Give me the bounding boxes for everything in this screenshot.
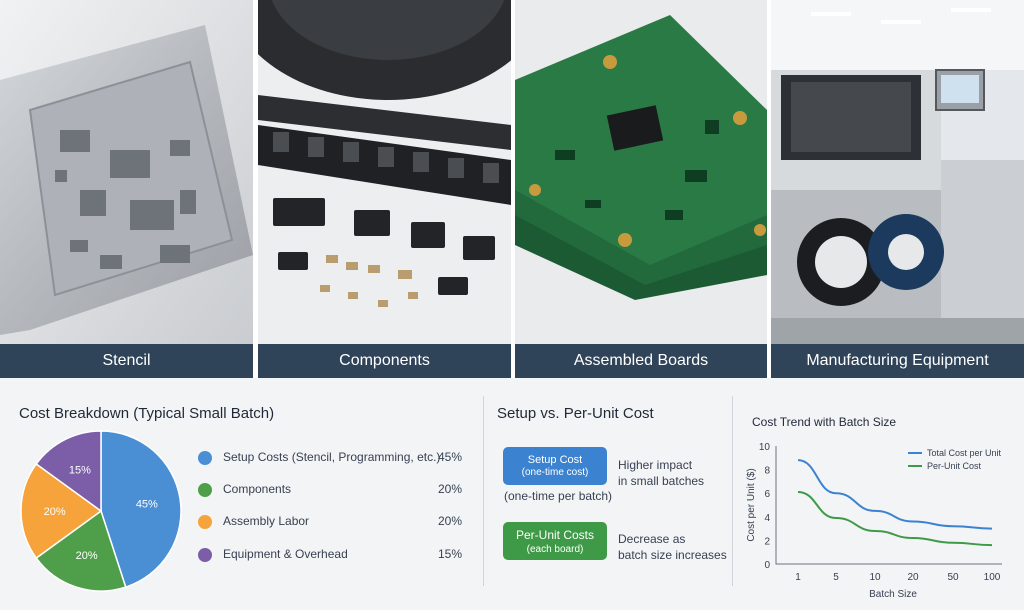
legend-value: 45% xyxy=(437,450,462,464)
legend-dot-icon xyxy=(198,483,212,497)
legend-value: 20% xyxy=(437,482,462,496)
legend-dot-icon xyxy=(198,451,212,465)
x-tick-label: 100 xyxy=(984,572,1001,583)
setup-desc-line: in small batches xyxy=(618,474,705,488)
setup-box-title: Setup Cost xyxy=(527,454,583,466)
unit-desc-line: Decrease as xyxy=(618,532,686,546)
y-tick-label: 4 xyxy=(764,513,770,524)
x-tick-label: 1 xyxy=(795,572,801,583)
chart-axes xyxy=(775,446,1002,565)
line-chart-title: Cost Trend with Batch Size xyxy=(752,416,896,429)
line-legend-label: Total Cost per Unit xyxy=(927,448,1002,458)
series-line xyxy=(797,459,993,530)
setup-description: Higher impact in small batches xyxy=(618,457,704,489)
photo-strip: Stencil xyxy=(0,0,1024,378)
series-line xyxy=(797,491,993,547)
setup-cost-box: Setup Cost (one-time cost) xyxy=(503,447,607,485)
cost-trend-chart: Cost Trend with Batch Size 0 2 4 6 8 10 1 5 10 20 5… xyxy=(746,416,1002,600)
pie-legend-item: Components 20% xyxy=(198,480,468,500)
y-axis-label: Cost per Unit ($) xyxy=(746,468,757,541)
pie-slice xyxy=(100,430,182,589)
cost-pie-chart: 45% 20% 20% 15% xyxy=(20,430,182,592)
panel-caption: Stencil xyxy=(0,344,253,378)
x-tick-label: 50 xyxy=(947,572,959,583)
pie-slice xyxy=(35,509,127,592)
y-tick-label: 8 xyxy=(764,466,770,477)
pie-section-title: Cost Breakdown (Typical Small Batch) xyxy=(19,405,275,422)
x-axis-label: Batch Size xyxy=(869,589,917,600)
unit-description: Decrease as batch size increases xyxy=(618,531,727,563)
pie-legend-item: Setup Costs (Stencil, Programming, etc.)… xyxy=(198,448,468,468)
pie-slice-label: 20% xyxy=(76,550,98,562)
x-tick-label: 10 xyxy=(869,572,881,583)
divider xyxy=(732,396,733,586)
legend-label: Setup Costs (Stencil, Programming, etc.) xyxy=(223,450,441,464)
panel-boards: Assembled Boards xyxy=(515,0,767,378)
panel-equipment: Manufacturing Equipment xyxy=(771,0,1024,378)
pie-slice-label: 20% xyxy=(44,506,66,518)
x-tick-label: 20 xyxy=(907,572,919,583)
panel-stencil: Stencil xyxy=(0,0,253,378)
y-tick-label: 10 xyxy=(759,442,771,453)
setup-note: (one-time per batch) xyxy=(504,489,613,503)
panel-caption: Manufacturing Equipment xyxy=(771,344,1024,378)
legend-label: Assembly Labor xyxy=(223,514,310,528)
components-photo-icon xyxy=(258,0,511,344)
panel-caption: Components xyxy=(258,344,511,378)
setup-desc-line: Higher impact xyxy=(618,458,693,472)
unit-box-subtitle: (each board) xyxy=(526,544,584,555)
line-legend-label: Per-Unit Cost xyxy=(927,461,982,471)
pie-slice xyxy=(20,462,103,560)
stencil-photo-icon xyxy=(0,0,253,344)
cost-analysis-section: Cost Breakdown (Typical Small Batch) 45%… xyxy=(0,378,1024,610)
panel-components: Components xyxy=(258,0,511,378)
setup-box-subtitle: (one-time cost) xyxy=(521,467,589,478)
legend-dot-icon xyxy=(198,548,212,562)
legend-value: 15% xyxy=(437,547,462,561)
legend-label: Equipment & Overhead xyxy=(223,547,348,561)
setup-section-title: Setup vs. Per-Unit Cost xyxy=(497,405,654,422)
divider xyxy=(483,396,484,586)
equipment-photo-icon xyxy=(771,0,1024,344)
boards-photo-icon xyxy=(515,0,767,344)
legend-label: Components xyxy=(223,482,292,496)
legend-dot-icon xyxy=(198,515,212,529)
y-tick-label: 2 xyxy=(764,536,770,547)
unit-desc-line: batch size increases xyxy=(618,548,727,562)
legend-value: 20% xyxy=(437,514,462,528)
y-tick-label: 0 xyxy=(764,560,770,571)
pie-slice xyxy=(35,430,102,513)
unit-cost-box: Per-Unit Costs (each board) xyxy=(503,522,607,560)
x-tick-label: 5 xyxy=(833,572,839,583)
pie-legend-item: Assembly Labor 20% xyxy=(198,512,468,532)
panel-caption: Assembled Boards xyxy=(515,344,767,378)
unit-box-title: Per-Unit Costs xyxy=(515,528,595,542)
pie-slice-label: 45% xyxy=(136,499,158,511)
y-tick-label: 6 xyxy=(764,489,770,500)
pie-legend-item: Equipment & Overhead 15% xyxy=(198,545,468,565)
pie-slice-label: 15% xyxy=(69,465,91,477)
